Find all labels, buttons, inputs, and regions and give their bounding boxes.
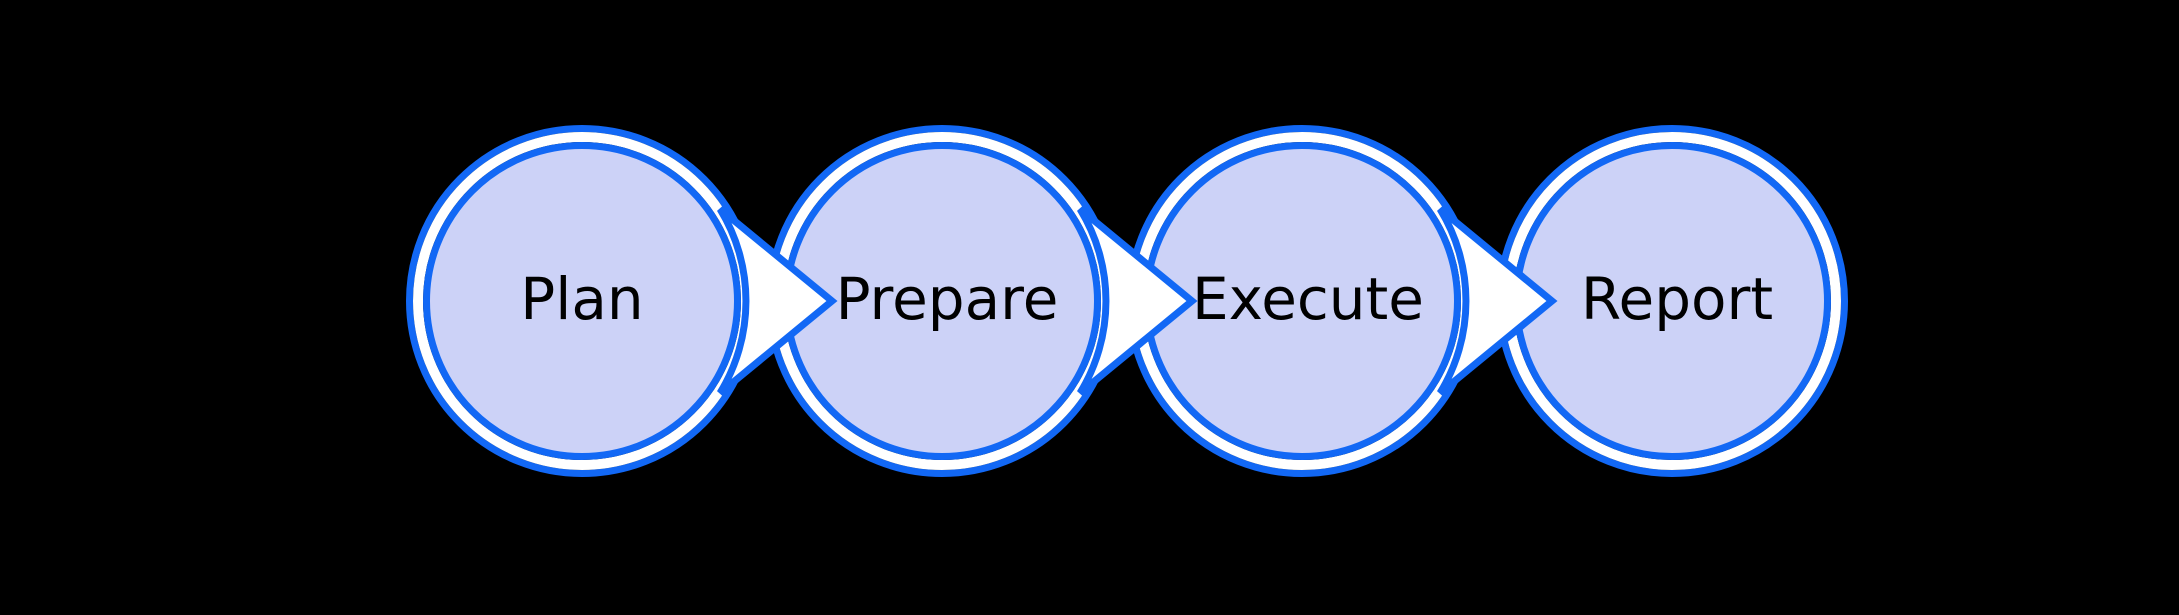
arrow-execute-report-icon xyxy=(1437,206,1558,396)
arrow-plan-prepare-icon xyxy=(717,206,838,396)
node-plan[interactable] xyxy=(406,125,758,477)
node-execute-label: Execute xyxy=(1192,265,1424,333)
arrow-prepare-execute-icon xyxy=(1077,206,1198,396)
node-report-label: Report xyxy=(1581,265,1773,333)
node-plan-body xyxy=(423,142,741,460)
node-prepare-label: Prepare xyxy=(836,265,1059,333)
node-plan-label: Plan xyxy=(520,265,643,333)
